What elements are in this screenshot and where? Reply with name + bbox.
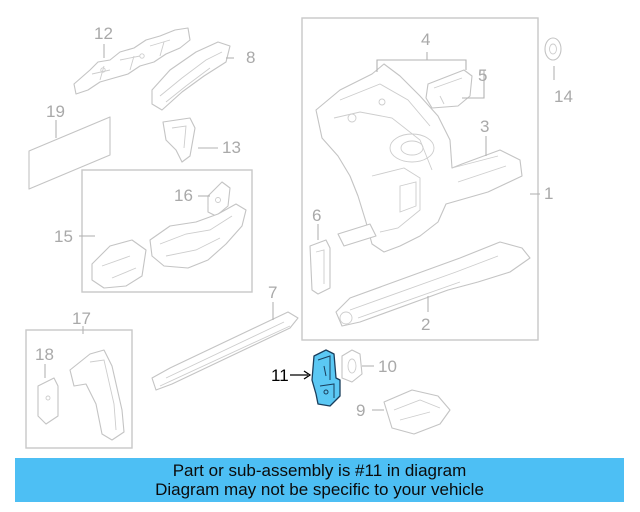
callout-5: 5 [478, 66, 487, 85]
banner-line-1: Part or sub-assembly is #11 in diagram [172, 461, 467, 480]
callout-17: 17 [72, 309, 91, 328]
part-10-bracket [341, 349, 363, 383]
part-12-rail [73, 27, 191, 95]
callout-8: 8 [246, 48, 255, 67]
part-15-assembly [91, 203, 247, 289]
callout-15: 15 [54, 227, 73, 246]
part-11-bracket-highlighted[interactable] [311, 349, 341, 407]
callout-13: 13 [222, 138, 241, 157]
leader-lines [44, 44, 555, 411]
part-14-grommet [544, 37, 562, 61]
callout-12: 12 [94, 24, 113, 43]
banner-line-2: Diagram may not be specific to your vehi… [155, 480, 484, 499]
part-8-member [151, 41, 231, 111]
callout-10: 10 [378, 357, 397, 376]
info-banner: Part or sub-assembly is #11 in diagram D… [15, 458, 624, 502]
part-18-bracket [37, 377, 59, 425]
part-1-assembly [315, 63, 523, 253]
part-9-bracket [383, 389, 451, 435]
callout-4: 4 [421, 30, 430, 49]
callout-9: 9 [356, 401, 365, 420]
part-13-bracket [162, 117, 196, 163]
part-17-pillar [69, 349, 125, 441]
part-19-pad [28, 116, 111, 190]
callout-14: 14 [554, 87, 573, 106]
part-5-bracket [425, 69, 473, 109]
callout-2: 2 [421, 315, 430, 334]
parts-diagram: 12 8 19 13 4 5 14 3 1 16 6 15 7 2 17 18 … [25, 17, 573, 449]
callout-labels: 12 8 19 13 4 5 14 3 1 16 6 15 7 2 17 18 … [35, 24, 573, 420]
part-2-rail [335, 241, 531, 327]
callout-18: 18 [35, 345, 54, 364]
part-16-piece [207, 181, 231, 217]
callout-6: 6 [312, 206, 321, 225]
callout-11[interactable]: 11 [271, 366, 289, 385]
callout-7: 7 [268, 283, 277, 302]
part-6-plate [309, 239, 331, 295]
assembly-frame-15 [81, 169, 253, 293]
assembly-frame-1 [301, 17, 539, 341]
assembly-frame-17 [25, 329, 133, 449]
callout-19: 19 [46, 102, 65, 121]
callout-16: 16 [174, 186, 193, 205]
callout-1: 1 [544, 184, 553, 203]
part-7-rocker [151, 311, 299, 391]
callout-3: 3 [480, 117, 489, 136]
